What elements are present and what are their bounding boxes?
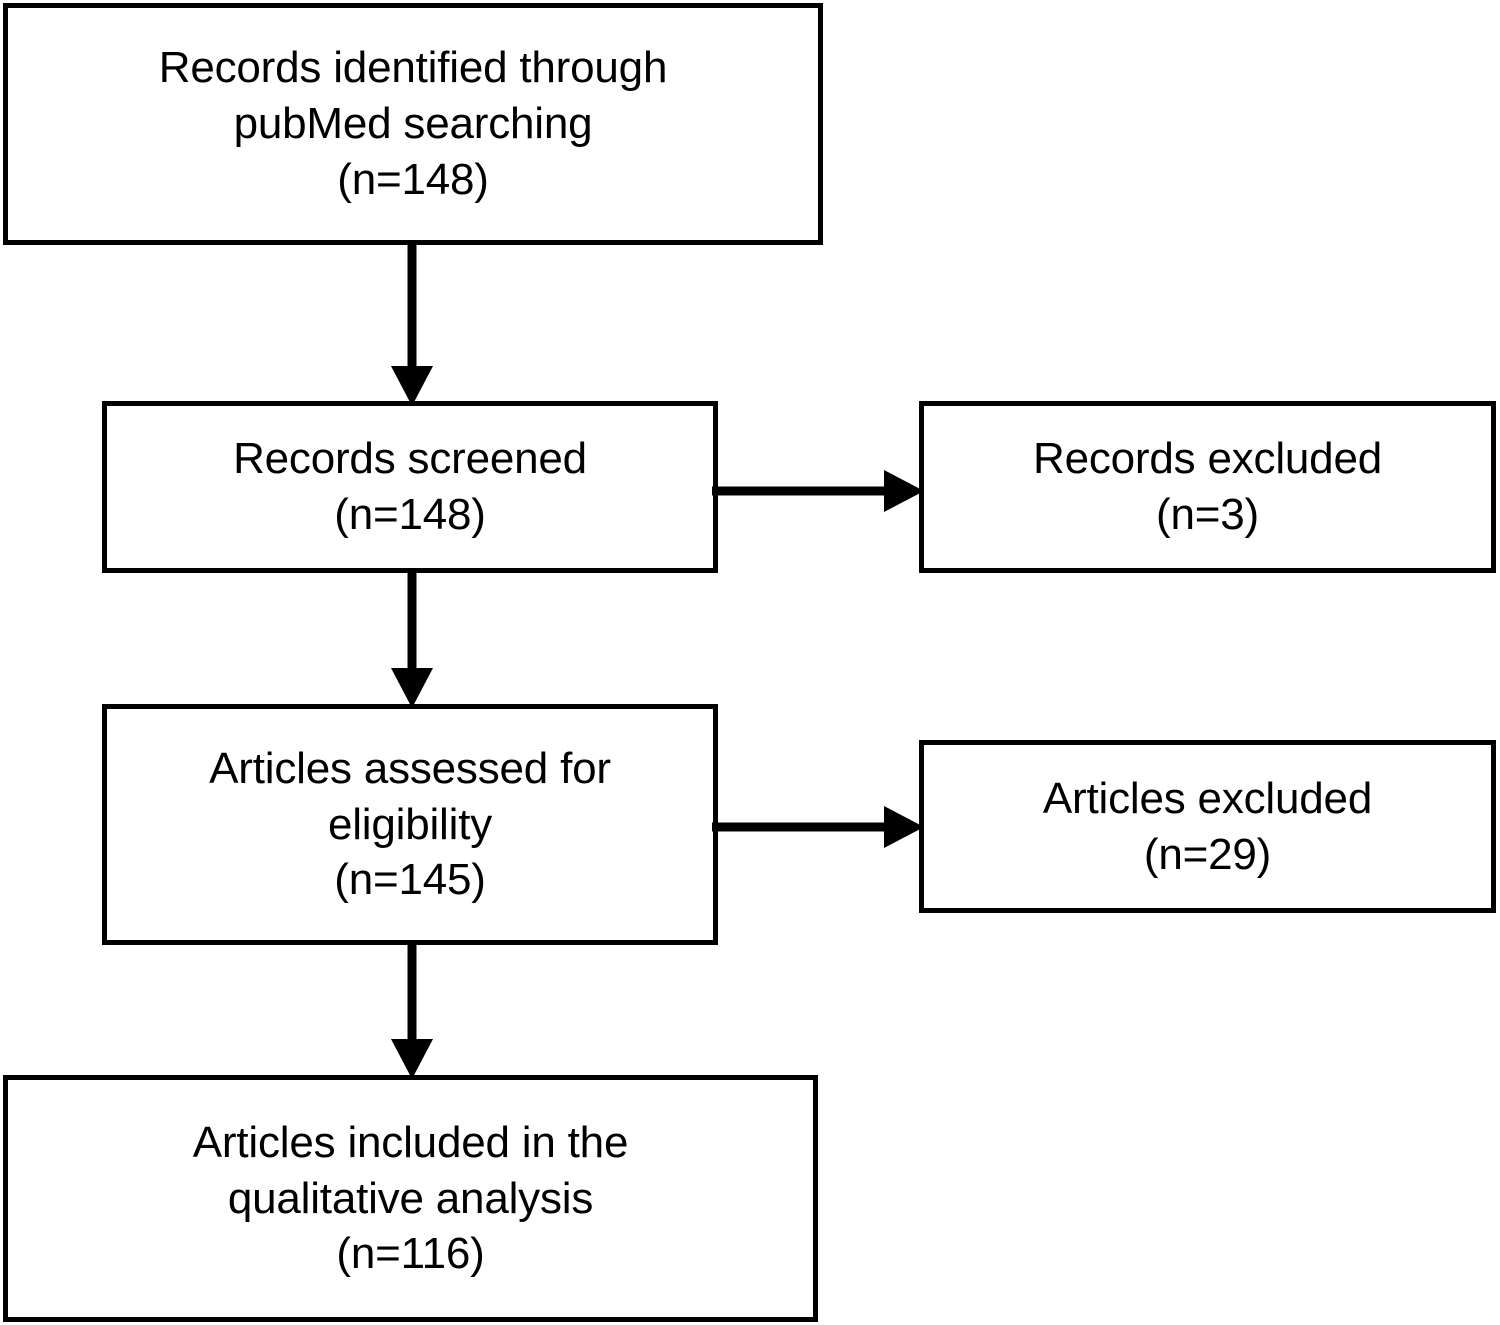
articles-included-label: Articles included in the qualitative ana…: [192, 1117, 629, 1279]
articles-assessed-box: Articles assessed for eligibility (n=145…: [102, 704, 718, 945]
articles-excluded-label: Articles excluded (n=29): [1042, 773, 1373, 879]
records-excluded-box: Records excluded (n=3): [919, 401, 1496, 573]
articles-included-box: Articles included in the qualitative ana…: [3, 1075, 818, 1322]
records-screened-label: Records screened (n=148): [233, 434, 587, 539]
articles-excluded-box: Articles excluded (n=29): [919, 740, 1496, 913]
records-identified-box: Records identified through pubMed search…: [3, 3, 823, 245]
records-excluded-label: Records excluded (n=3): [1033, 434, 1382, 539]
records-identified-label: Records identified through pubMed search…: [158, 43, 668, 204]
arrow-identified-to-screened: [385, 240, 441, 408]
arrow-screened-to-records-excluded: [712, 464, 926, 518]
arrow-screened-to-assessed: [385, 568, 441, 710]
arrow-assessed-to-articles-excluded: [712, 800, 926, 854]
records-screened-box: Records screened (n=148): [102, 401, 718, 573]
arrow-assessed-to-included: [385, 940, 441, 1081]
articles-assessed-label: Articles assessed for eligibility (n=145…: [209, 743, 611, 905]
